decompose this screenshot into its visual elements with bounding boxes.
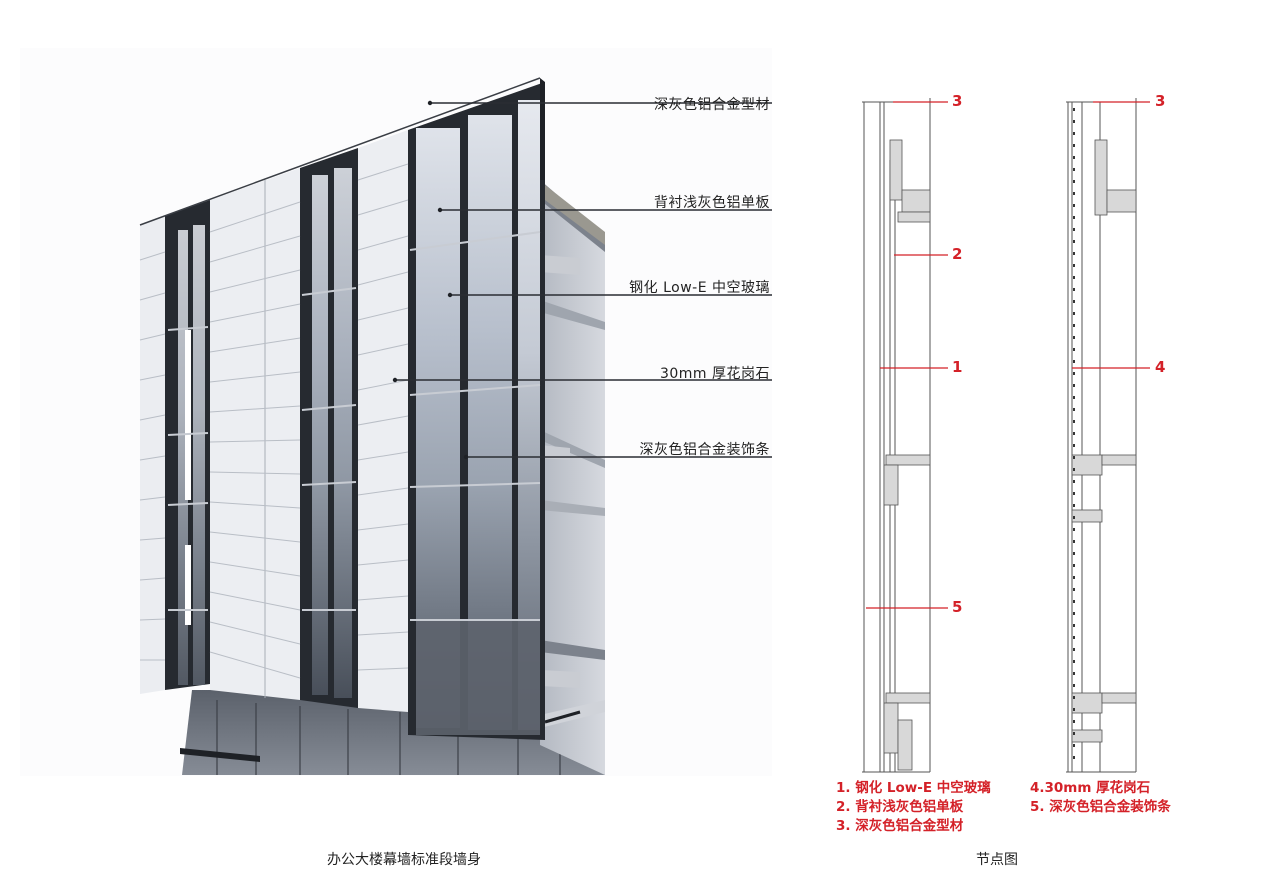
right-figure-caption: 节点图 <box>976 852 1018 868</box>
callout-lowe-glass: 钢化 Low-E 中空玻璃 <box>629 280 770 296</box>
marker-a-5: 5 <box>952 598 963 616</box>
marker-b-4: 4 <box>1155 358 1166 376</box>
callout-trim-strip: 深灰色铝合金装饰条 <box>639 442 770 458</box>
marker-a-2: 2 <box>952 245 963 263</box>
marker-a-1: 1 <box>952 358 963 376</box>
callout-granite: 30mm 厚花岗石 <box>659 366 770 382</box>
marker-b-3: 3 <box>1155 92 1166 110</box>
legend-item-1: 1. 钢化 Low-E 中空玻璃 <box>836 780 991 796</box>
legend-item-5: 5. 深灰色铝合金装饰条 <box>1030 799 1171 815</box>
callout-aluminum-profile: 深灰色铝合金型材 <box>654 97 770 113</box>
left-figure-caption: 办公大楼幕墙标准段墙身 <box>327 852 481 868</box>
callout-aluminum-panel: 背衬浅灰色铝单板 <box>654 195 770 211</box>
legend-item-4: 4.30mm 厚花岗石 <box>1030 780 1151 796</box>
marker-a-3: 3 <box>952 92 963 110</box>
legend-col-1: 1. 钢化 Low-E 中空玻璃 2. 背衬浅灰色铝单板 3. 深灰色铝合金型材 <box>836 779 991 836</box>
legend-item-3: 3. 深灰色铝合金型材 <box>836 818 964 834</box>
legend-col-2: 4.30mm 厚花岗石 5. 深灰色铝合金装饰条 <box>1030 779 1171 817</box>
legend-item-2: 2. 背衬浅灰色铝单板 <box>836 799 964 815</box>
